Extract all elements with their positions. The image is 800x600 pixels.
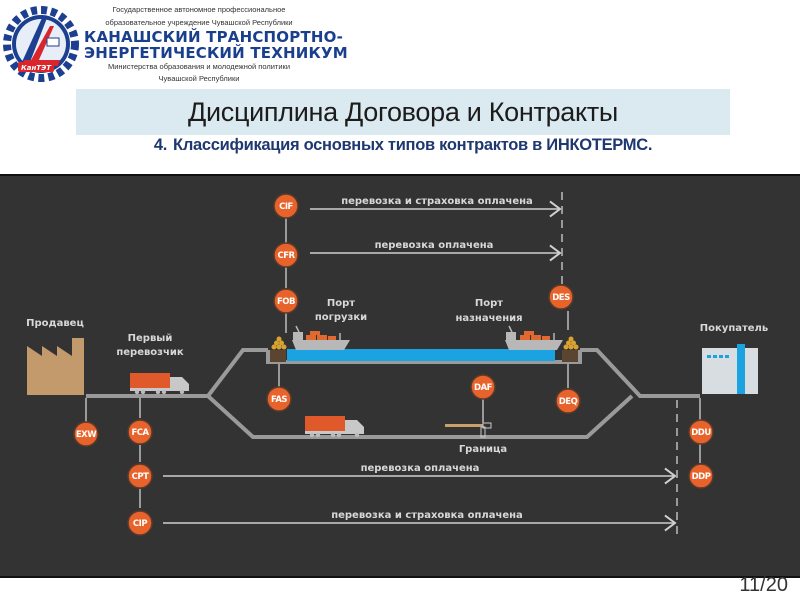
term-cip-label: CIP <box>133 519 147 529</box>
label-port-destination-1: Порт <box>475 298 503 309</box>
term-ddp[interactable]: DDP <box>688 463 714 489</box>
logo-text: КанТЭТ <box>21 64 52 72</box>
road-main-left <box>86 348 268 398</box>
factory-icon <box>27 338 84 395</box>
term-exw-label: EXW <box>76 430 97 440</box>
org-line1: Государственное автономное профессиональ… <box>112 5 286 14</box>
slide-subtitle: 4. Классификация основных типов контракто… <box>76 136 730 155</box>
arrow-label-cfr: перевозка оплачена <box>375 240 494 251</box>
college-logo: КанТЭТ <box>2 4 80 84</box>
label-border: Граница <box>459 444 507 455</box>
buyer-building-icon <box>702 344 758 394</box>
term-cfr-label: CFR <box>277 251 295 261</box>
term-fas-label: FAS <box>271 395 287 405</box>
border-barrier-icon <box>445 422 492 438</box>
org-name-line1: КАНАШСКИЙ ТРАНСПОРТНО- <box>84 28 344 46</box>
term-cfr[interactable]: CFR <box>273 242 299 268</box>
delivery-boundary-lines <box>561 192 678 535</box>
sea-route <box>287 349 555 361</box>
road-network <box>86 348 700 439</box>
road-lower <box>206 394 634 439</box>
label-first-carrier-2: перевозчик <box>116 347 184 358</box>
ship-icon-destination <box>505 325 563 350</box>
term-fob[interactable]: FOB <box>273 288 299 314</box>
term-fca-label: FCA <box>131 428 149 438</box>
org-line2: образовательное учреждение Чувашской Рес… <box>105 18 293 27</box>
org-name-line2: ЭНЕРГЕТИЧЕСКИЙ ТЕХНИКУМ <box>84 44 348 62</box>
label-first-carrier-1: Первый <box>128 333 173 344</box>
label-buyer: Покупатель <box>700 323 768 334</box>
term-ddu[interactable]: DDU <box>688 419 714 445</box>
arrow-label-cif: перевозка и страховка оплачена <box>341 196 533 207</box>
term-daf-label: DAF <box>474 383 493 393</box>
arrow-label-cpt: перевозка оплачена <box>361 463 480 474</box>
term-des-label: DES <box>552 293 570 303</box>
term-deq[interactable]: DEQ <box>555 388 581 414</box>
term-cif[interactable]: CIF <box>273 193 299 219</box>
term-cif-label: CIF <box>279 202 293 212</box>
truck-icon-first-carrier <box>130 373 189 395</box>
term-fas[interactable]: FAS <box>266 386 292 412</box>
ministry-line2: Чувашской Республики <box>158 74 240 83</box>
incoterms-diagram: перевозка и страховка оплачена перевозка… <box>26 192 768 536</box>
term-ddp-label: DDP <box>692 472 711 482</box>
term-fob-label: FOB <box>277 297 295 307</box>
label-seller: Продавец <box>26 318 84 329</box>
term-ddu-label: DDU <box>691 428 711 438</box>
page-number: 11/20 <box>739 574 788 596</box>
truck-icon-road <box>305 416 364 438</box>
label-port-destination-2: назначения <box>455 313 522 324</box>
term-fca[interactable]: FCA <box>127 419 153 445</box>
term-des[interactable]: DES <box>548 284 574 310</box>
label-port-loading-1: Порт <box>327 298 355 309</box>
slide-title: Дисциплина Договора и Контракты <box>188 97 618 127</box>
cargo-destination-icon <box>562 336 579 362</box>
term-deq-label: DEQ <box>559 397 578 407</box>
term-exw[interactable]: EXW <box>73 421 99 447</box>
arrow-label-cip: перевозка и страховка оплачена <box>331 510 523 521</box>
subtitle-text: Классификация основных типов контрактов … <box>173 136 653 154</box>
cargo-loading-icon <box>270 336 287 362</box>
term-daf[interactable]: DAF <box>470 374 496 400</box>
term-cip[interactable]: CIP <box>127 510 153 536</box>
label-port-loading-2: погрузки <box>315 312 367 323</box>
ministry-line1: Министерства образования и молодежной по… <box>107 62 291 71</box>
road-right <box>580 348 700 398</box>
port-dock <box>266 350 582 364</box>
term-cpt[interactable]: CPT <box>127 463 153 489</box>
term-cpt-label: CPT <box>132 472 149 482</box>
term-connectors <box>85 216 701 508</box>
title-band <box>76 89 730 135</box>
subtitle-number: 4. <box>153 136 168 154</box>
ship-icon-loading <box>292 325 350 350</box>
